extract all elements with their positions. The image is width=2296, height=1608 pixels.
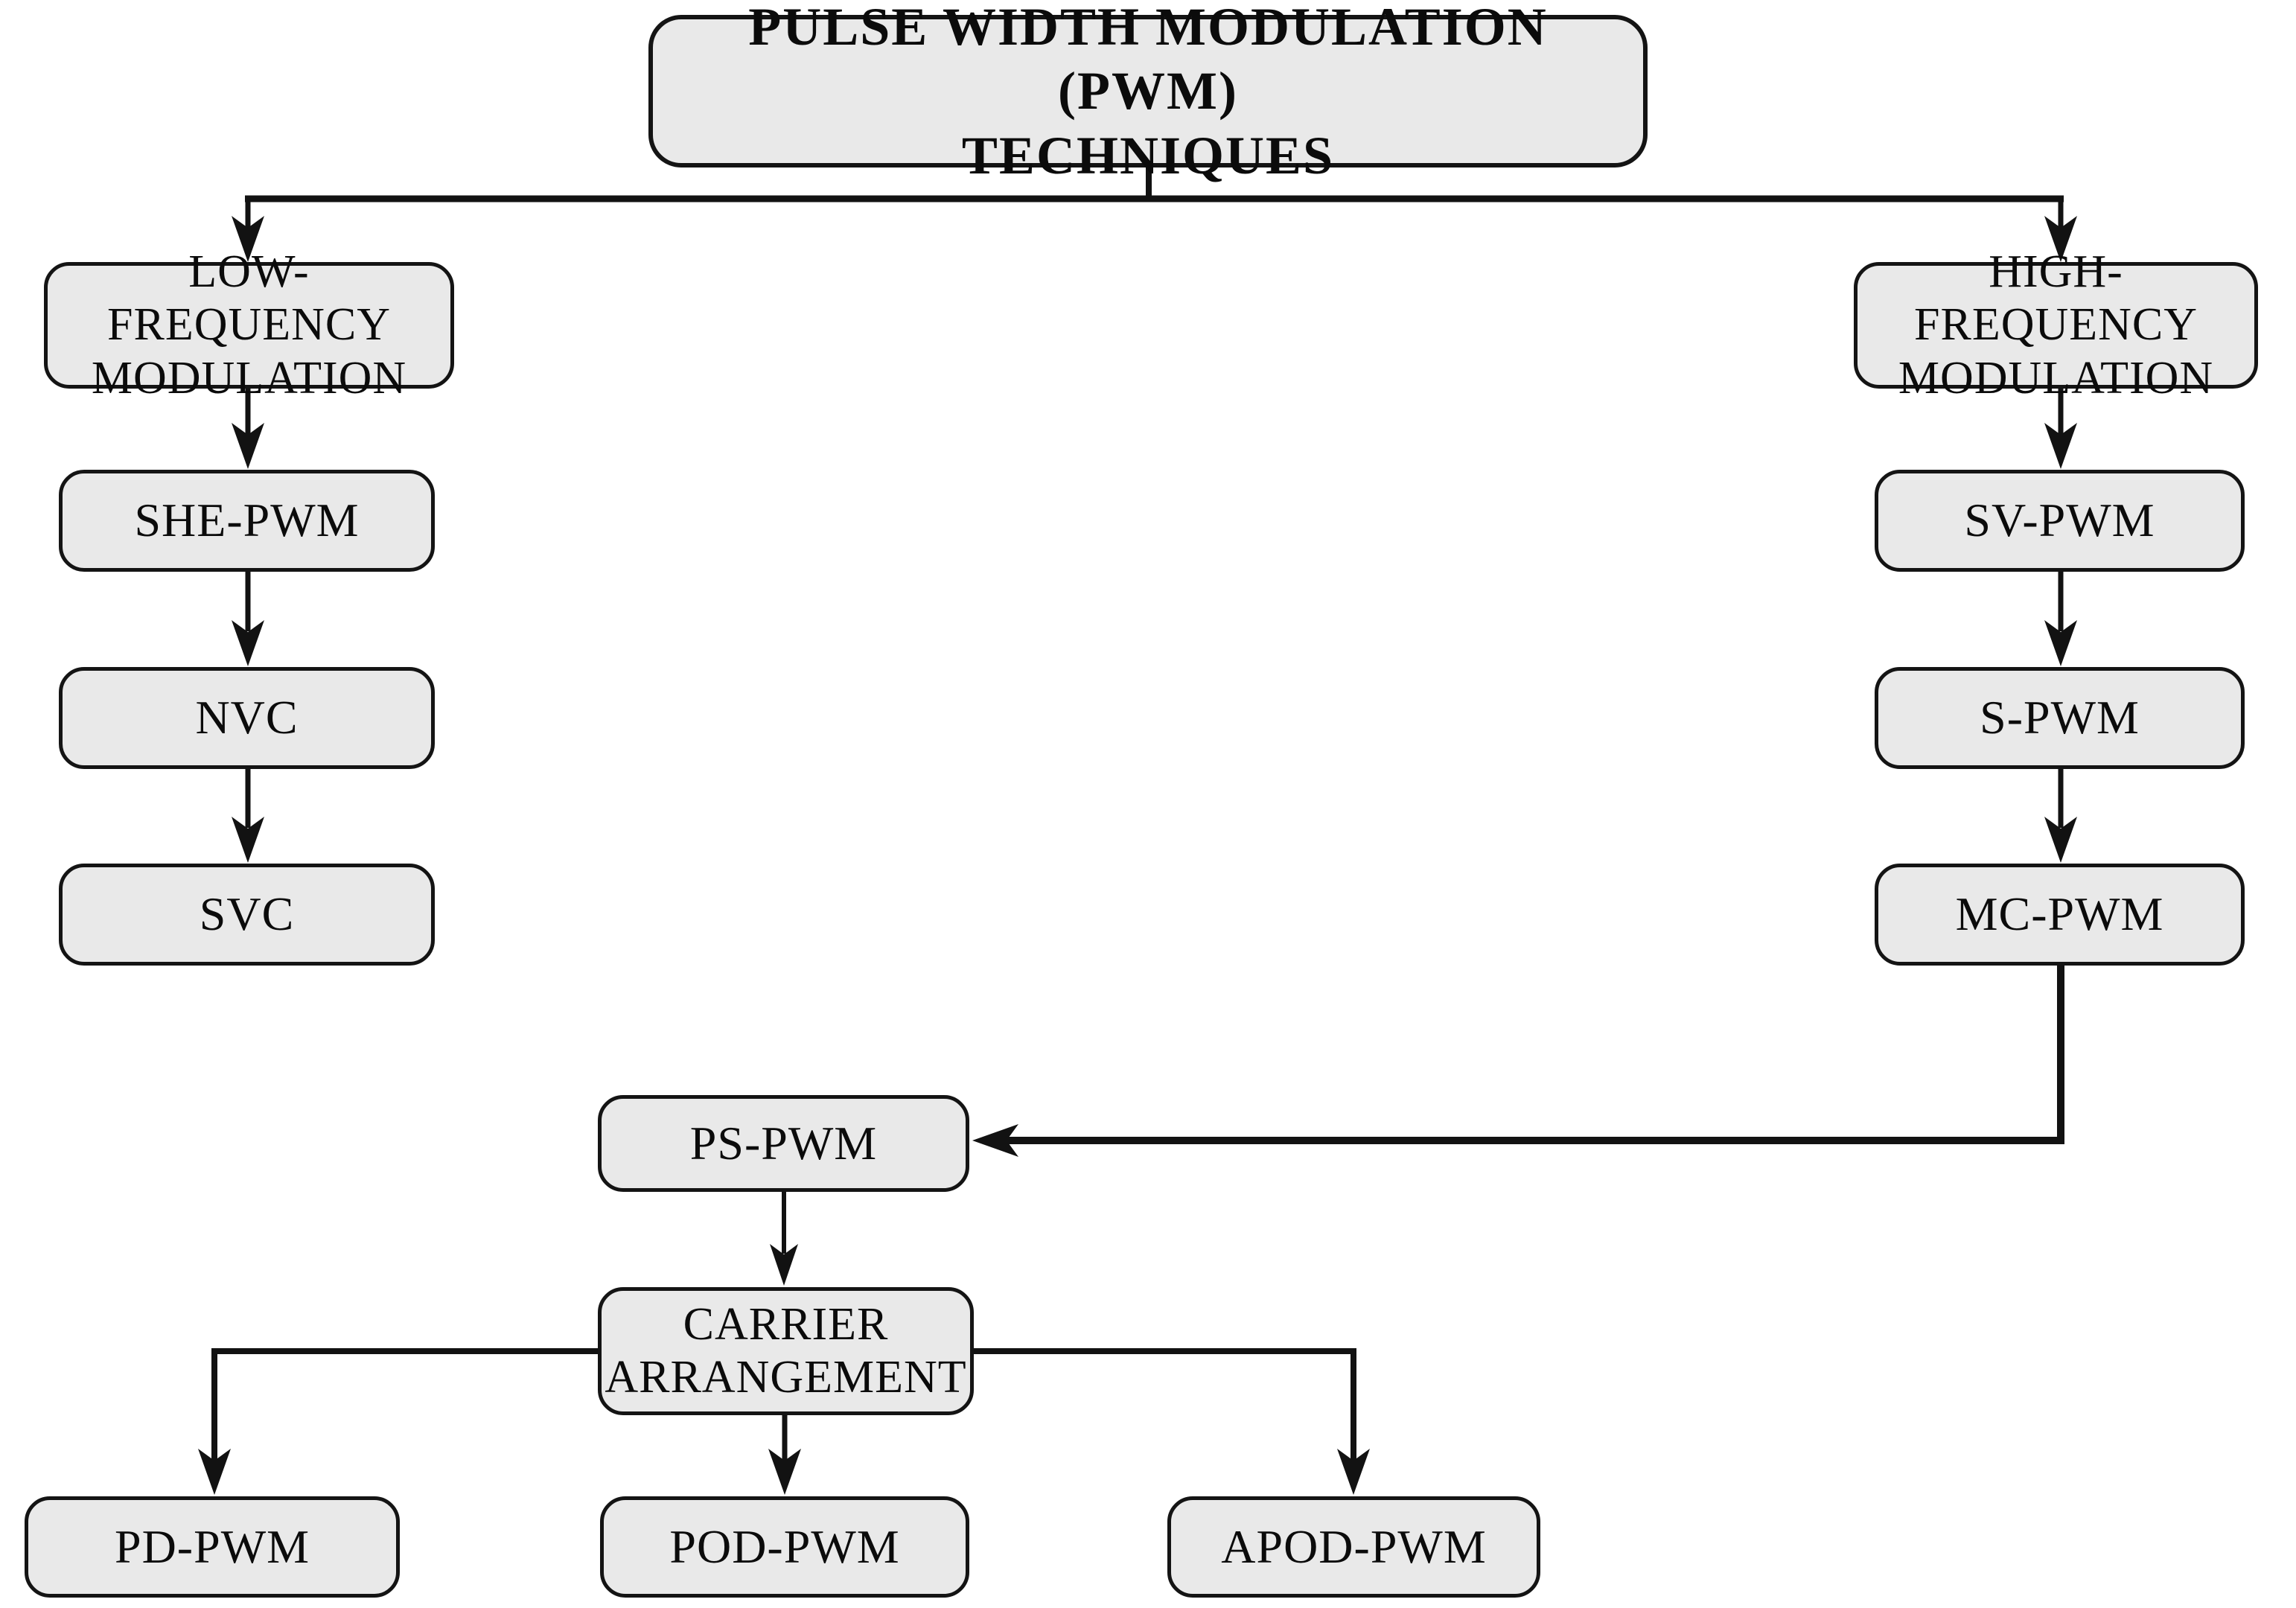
node-high-frequency-modulation: HIGH-FREQUENCY MODULATION — [1854, 246, 2258, 403]
arrowhead-into-pdpwm — [198, 1449, 231, 1495]
node-mc-pwm: MC-PWM — [1875, 864, 2245, 966]
arrowhead-into-spwm — [2044, 620, 2077, 666]
arrowhead-into-podpwm — [768, 1449, 801, 1495]
arrowhead-into-mcpwm — [2044, 817, 2077, 863]
edge-mcpwm-pspwm-elbow — [1007, 964, 2064, 1144]
arrowhead-into-pspwm — [972, 1124, 1018, 1157]
arrowhead-into-lowfreq — [232, 216, 264, 262]
node-nvc: NVC — [59, 667, 435, 769]
node-carrier-arrangement: CARRIER ARRANGEMENT — [598, 1287, 974, 1415]
edge-carrier-pdpwm-elbow — [211, 1348, 600, 1461]
arrowhead-into-apodpwm — [1337, 1449, 1370, 1495]
arrowhead-into-nvc — [232, 620, 264, 666]
arrowhead-into-svpwm — [2044, 423, 2077, 469]
node-low-frequency-modulation: LOW-FREQUENCY MODULATION — [44, 246, 454, 403]
node-pd-pwm: PD-PWM — [25, 1496, 400, 1598]
node-sv-pwm: SV-PWM — [1875, 470, 2245, 572]
node-apod-pwm: APOD-PWM — [1167, 1496, 1540, 1598]
arrowhead-into-carrier — [770, 1244, 798, 1286]
node-title: PULSE WIDTH MODULATION (PWM) TECHNIQUES — [648, 0, 1648, 185]
arrowhead-into-shepwm — [232, 423, 264, 469]
node-s-pwm: S-PWM — [1875, 667, 2245, 769]
arrowhead-into-highfreq — [2044, 216, 2077, 262]
arrowhead-into-svc — [232, 817, 264, 863]
node-pod-pwm: POD-PWM — [600, 1496, 969, 1598]
node-svc: SVC — [59, 864, 435, 966]
edge-carrier-apodpwm-elbow — [972, 1348, 1356, 1461]
node-ps-pwm: PS-PWM — [598, 1095, 969, 1192]
node-she-pwm: SHE-PWM — [59, 470, 435, 572]
